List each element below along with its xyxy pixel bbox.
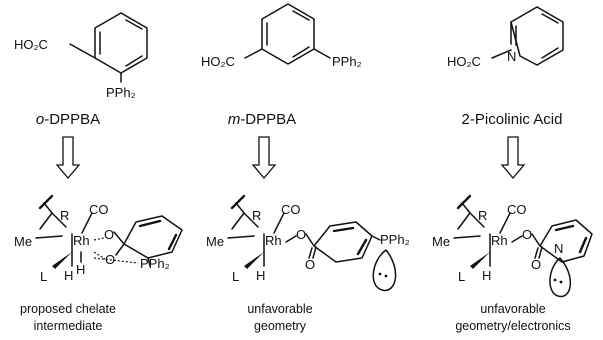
- svg-text:Rh: Rh: [491, 233, 508, 248]
- svg-text:R: R: [478, 208, 487, 223]
- m-dppba-carboxyl-label: HO₂C: [201, 54, 235, 69]
- o-dppba-name: o-DPPBA: [36, 111, 100, 128]
- arrow-m-dppba: [251, 136, 277, 180]
- m-dppba-structure: HO₂C PPh₂: [201, 3, 362, 69]
- svg-text:O: O: [104, 227, 114, 242]
- svg-text:R: R: [60, 208, 69, 223]
- o-dppba-phosphine-label: PPh₂: [106, 85, 136, 100]
- arrow-o-dppba: [55, 136, 81, 180]
- svg-text:Rh: Rh: [73, 233, 90, 248]
- picolinic-carboxyl-label: HO₂C: [447, 54, 481, 69]
- picolinic-structure: HO₂C N: [447, 6, 564, 69]
- o-dppba-carboxyl-label: HO₂C: [14, 37, 48, 52]
- caption-3-line-2: geometry/electronics: [455, 319, 570, 333]
- picolinic-name: 2-Picolinic Acid: [462, 111, 563, 128]
- svg-text:O: O: [522, 227, 532, 242]
- caption-2-line-1: unfavorable: [247, 302, 312, 316]
- caption-1-line-2: intermediate: [34, 319, 103, 333]
- svg-text:Me: Me: [432, 234, 450, 249]
- svg-text:CO: CO: [281, 202, 301, 217]
- complex-1-chelate: R Me Rh CO L H H O O PPh₂: [14, 194, 183, 284]
- svg-text:CO: CO: [507, 202, 527, 217]
- svg-text:Rh: Rh: [265, 233, 282, 248]
- svg-text:L: L: [232, 269, 239, 284]
- complex-2-meta: R Me Rh CO L H O O PPh₂: [206, 194, 410, 292]
- svg-text:H: H: [64, 268, 73, 283]
- svg-text:O: O: [305, 257, 315, 272]
- pyridine-nitrogen-label: N: [507, 49, 516, 64]
- svg-text:O: O: [531, 257, 541, 272]
- pyridine-ring: [510, 6, 564, 66]
- m-dppba-benzene-ring: [261, 3, 315, 65]
- o-dppba-benzene-ring: [94, 12, 148, 74]
- svg-text:CO: CO: [89, 202, 109, 217]
- svg-text:PPh₂: PPh₂: [140, 256, 170, 271]
- svg-text:L: L: [40, 269, 47, 284]
- svg-text:R: R: [252, 208, 261, 223]
- o-dppba-structure: HO₂C PPh₂: [14, 12, 148, 100]
- arrow-picolinic: [500, 136, 526, 180]
- caption-3-line-1: unfavorable: [480, 302, 545, 316]
- svg-text:Me: Me: [206, 234, 224, 249]
- svg-text:H: H: [256, 268, 265, 283]
- svg-text:PPh₂: PPh₂: [380, 232, 410, 247]
- svg-text:H: H: [76, 262, 85, 277]
- m-dppba-name: m-DPPBA: [228, 111, 296, 128]
- svg-text:H: H: [482, 268, 491, 283]
- caption-1-line-1: proposed chelate: [20, 302, 116, 316]
- svg-text:Me: Me: [14, 234, 32, 249]
- svg-text:L: L: [458, 269, 465, 284]
- m-dppba-phosphine-label: PPh₂: [332, 54, 362, 69]
- svg-text:O: O: [296, 227, 306, 242]
- caption-2-line-2: geometry: [254, 319, 307, 333]
- svg-text:N: N: [554, 241, 563, 256]
- complex-3-picolinate: R Me Rh CO L H O O N: [432, 194, 593, 298]
